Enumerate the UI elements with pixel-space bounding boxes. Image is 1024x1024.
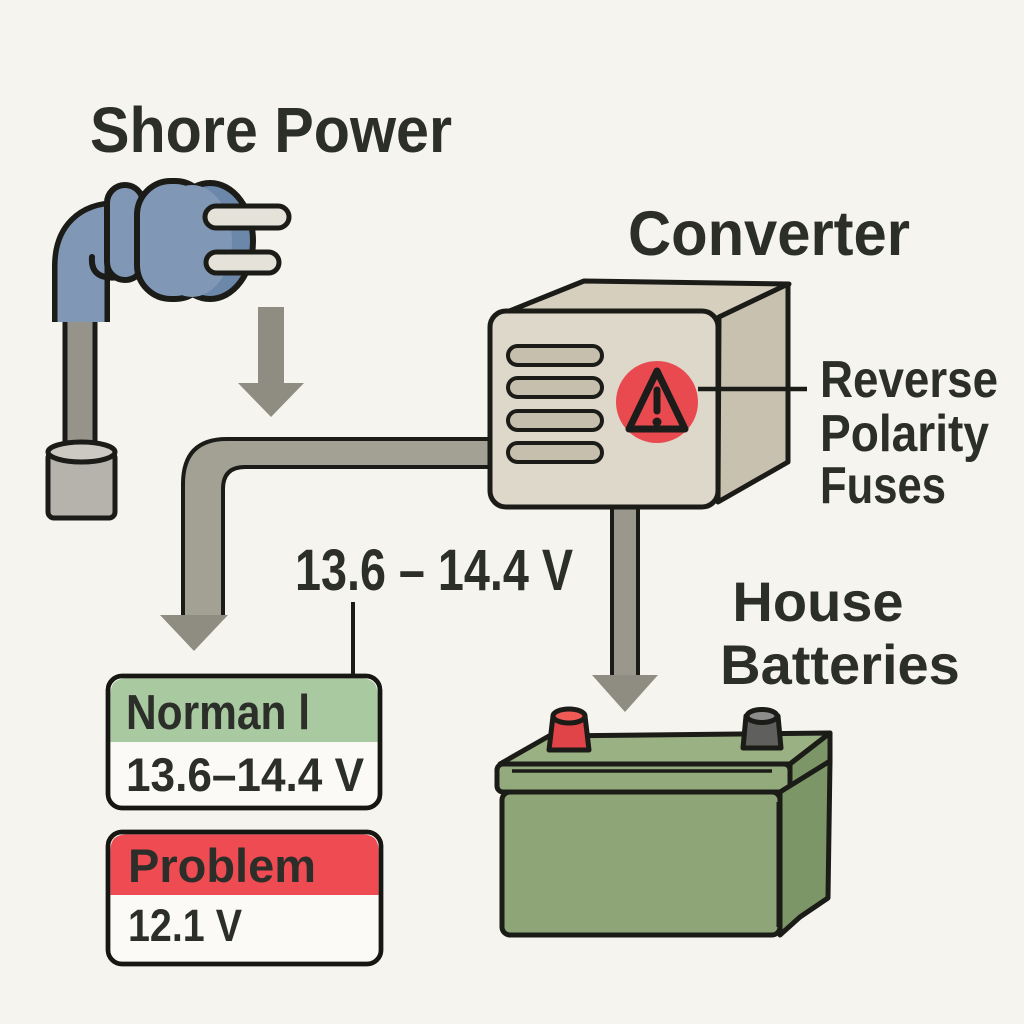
fuses-label-line-2: Polarity [820, 405, 989, 463]
status-normal-value: 13.6–14.4 V [126, 748, 365, 801]
wire-shaft [610, 498, 640, 681]
warning-triangle-icon [625, 367, 689, 433]
battery-terminal-negative-top [744, 707, 780, 725]
house-batteries-line-2: Batteries [720, 633, 960, 696]
converter-vent [506, 344, 604, 367]
wire-arrowhead-icon [160, 615, 228, 651]
battery-lid [494, 761, 793, 795]
house-batteries-line-1: House [732, 570, 903, 633]
plug-prong-bottom [203, 249, 282, 276]
converter-vent [506, 409, 604, 432]
converter-output-voltage-label: 13.6 – 14.4 V [295, 538, 573, 603]
status-box-problem: Problem 12.1 V [105, 829, 384, 967]
converter-box-icon [487, 278, 807, 510]
battery-terminal-positive-top [550, 706, 588, 726]
plug-cable [62, 315, 98, 461]
shore-power-title: Shore Power [90, 94, 452, 166]
wire-arrowhead-icon [592, 675, 658, 712]
plug-prong-top [202, 203, 292, 231]
battery-front-face [499, 789, 783, 938]
status-box-normal: Norman l 13.6–14.4 V [105, 673, 383, 811]
converter-vent [506, 376, 604, 399]
converter-right-face [715, 281, 791, 505]
plug-face-highlight [152, 185, 232, 297]
wire-shore-to-converter [160, 437, 497, 651]
converter-title: Converter [628, 199, 910, 269]
status-normal-title: Norman l [126, 686, 310, 740]
status-box-normal-header [110, 678, 378, 742]
status-box-problem-header [110, 834, 379, 895]
battery-icon [494, 706, 833, 938]
status-problem-title: Problem [128, 839, 316, 892]
status-box-normal-border [105, 673, 383, 811]
converter-vent [506, 441, 604, 464]
house-batteries-title: House Batteries [720, 570, 960, 696]
reverse-polarity-fuses-label: Reverse Polarity Fuses [820, 351, 998, 515]
power-plug-icon [45, 178, 292, 521]
shore-flow-arrow-icon [238, 307, 304, 417]
warning-triangle-outline [625, 367, 689, 433]
status-problem-value: 12.1 V [128, 900, 242, 951]
wire-converter-to-battery [592, 498, 658, 712]
warning-exclamation-dot [652, 417, 662, 427]
status-box-problem-border [105, 829, 384, 967]
plug-strain-relief-top [45, 439, 118, 465]
fuses-label-line-3: Fuses [820, 457, 946, 515]
fuses-label-line-1: Reverse [820, 351, 998, 409]
